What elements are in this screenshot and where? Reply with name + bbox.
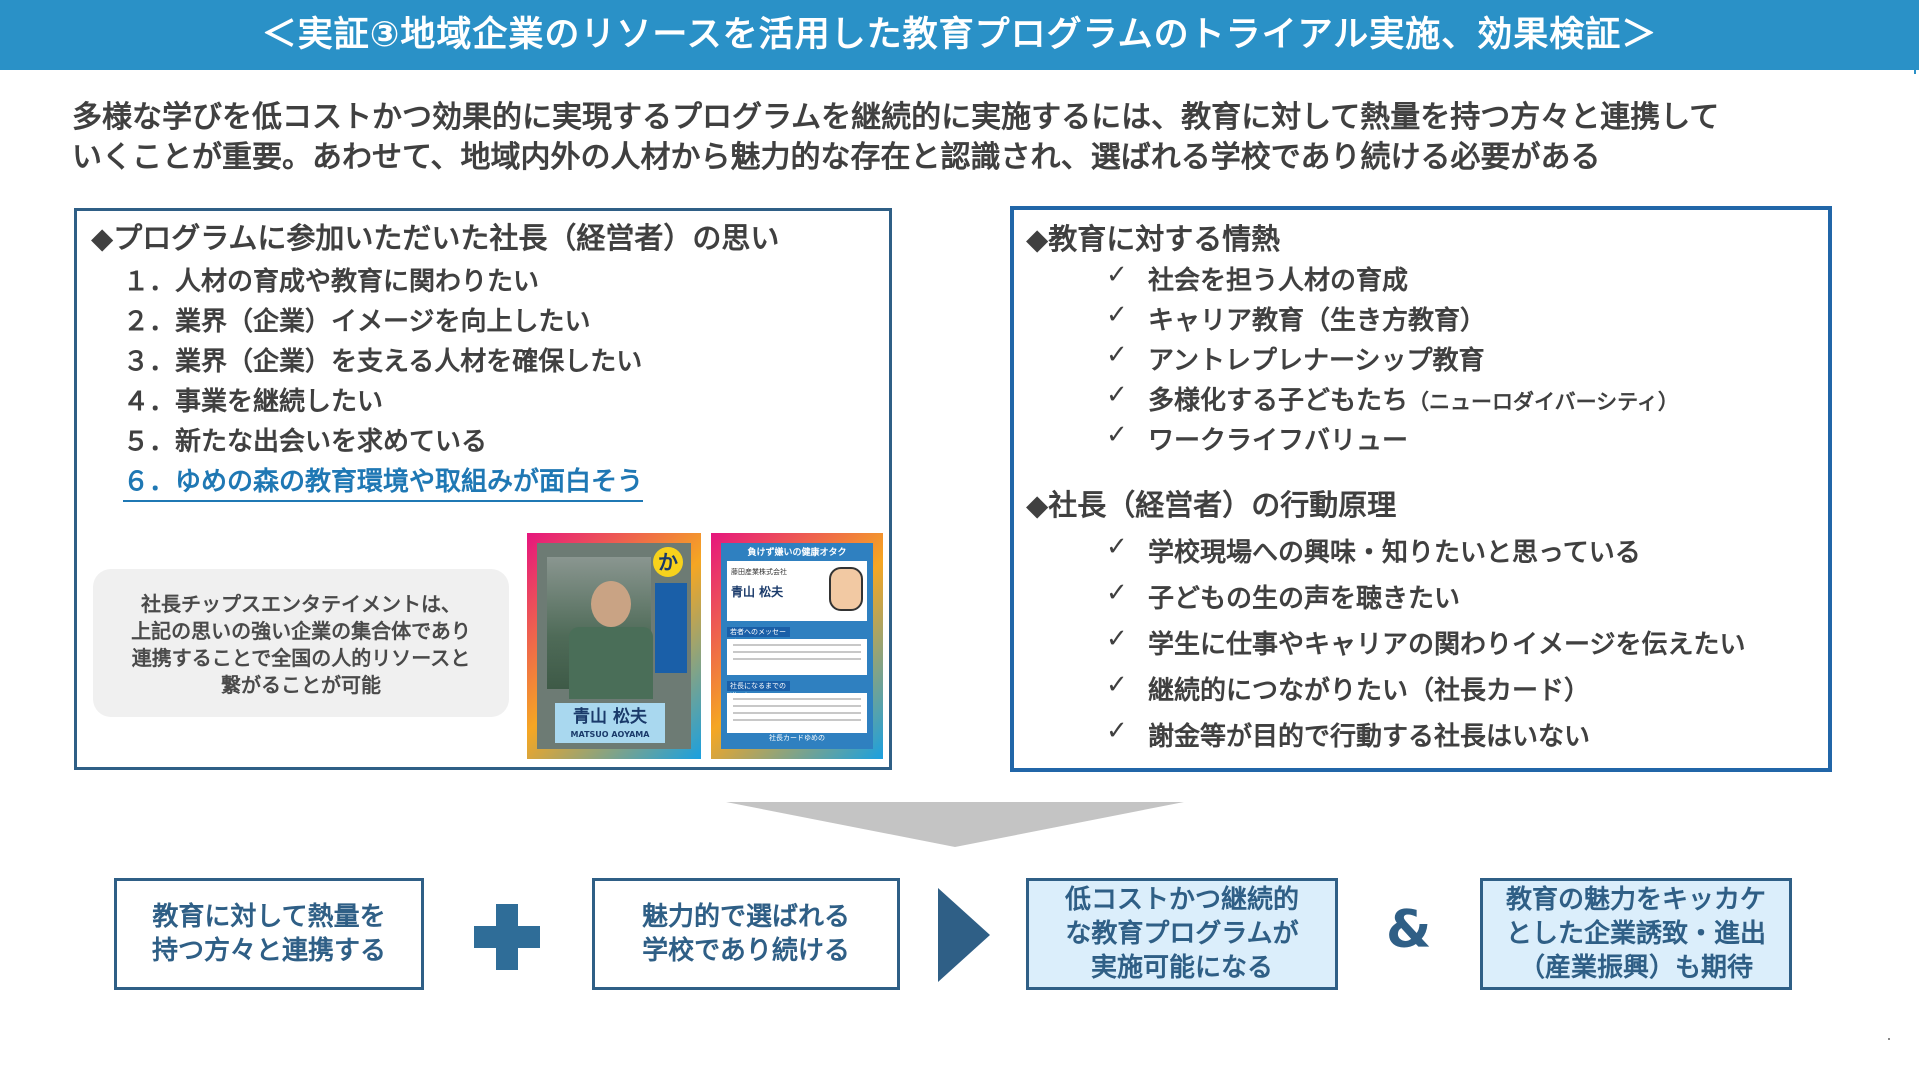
ampersand-symbol: & [1386,900,1432,960]
thought-item: ３．業界（企業）を支える人材を確保したい [123,347,643,377]
flow-box-school: 魅力的で選ばれる 学校であり続ける [592,878,900,990]
page-title: ＜実証③地域企業のリソースを活用した教育プログラムのトライアル実施、効果検証＞ [0,0,1919,70]
passion-heading: ◆教育に対する情熱 [1026,222,1281,256]
card-back-label-message: 若者へのメッセージ [727,627,790,646]
passion-item: ワークライフバリュー [1148,426,1409,456]
passion-item-small: （ニューロダイバーシティ） [1408,390,1679,414]
thought-item: ２．業界（企業）イメージを向上したい [123,307,591,337]
flow-box-line: 低コストかつ継続的 [1064,885,1299,915]
flow-box-line: （産業振興）も期待 [1518,953,1753,983]
flow-box-line: な教育プログラムが [1065,919,1299,949]
flow-box-line: とした企業誘致・進出 [1505,919,1766,949]
intro-text: 多様な学びを低コストかつ効果的に実現するプログラムを継続的に実施するには、教育に… [72,98,1872,178]
principle-item: 子どもの生の声を聴きたい [1148,584,1461,614]
ceo-avatar-icon [829,567,863,611]
check-icon: ✓ [1106,300,1128,330]
check-icon: ✓ [1106,716,1128,746]
note-line: 連携することで全国の人的リソースと [131,646,471,670]
card-back-footer: 社長カードゆめの [769,734,825,742]
note-line: 社長チップスエンタテイメントは、 [141,592,461,616]
principle-item: 謝金等が目的で行動する社長はいない [1148,722,1591,752]
plus-icon [474,904,540,970]
passion-item: アントレプレナーシップ教育 [1148,346,1485,376]
right-arrow-icon [938,888,990,982]
flow-box-line: 学校であり続ける [642,936,850,966]
down-arrow-icon [726,802,1184,847]
check-icon: ✓ [1106,340,1128,370]
edge-bar [1914,0,1916,74]
card-badge: か [653,547,683,577]
ceo-card-back: 負けず嫌いの健康オタク 藤田産業株式会社 青山 松夫 若者へのメッセージ 社長に… [711,533,883,759]
card-back-message-text [727,639,867,675]
flow-box-line: 教育の魅力をキッカケ [1505,885,1766,915]
page-mark [1888,1038,1890,1040]
flow-box-result: 低コストかつ継続的 な教育プログラムが 実施可能になる [1026,878,1338,990]
check-icon: ✓ [1106,624,1128,654]
check-icon: ✓ [1106,420,1128,450]
ceo-thoughts-box: ◆プログラムに参加いただいた社長（経営者）の思い １．人材の育成や教育に関わりた… [74,208,892,770]
card-back-label-path: 社長になるまでの道のり [727,681,790,700]
card-name: 青山 松夫 MATSUO AOYAMA [555,703,665,743]
passion-item: 多様化する子どもたち（ニューロダイバーシティ） [1148,380,1679,417]
flow-box-line: 教育に対して熱量を [152,902,386,932]
intro-line-2: いくことが重要。あわせて、地域内外の人材から魅力的な存在と認識され、選ばれる学校… [72,140,1601,175]
card-back-title: 負けず嫌いの健康オタク [747,548,847,558]
card-back-profile: 藤田産業株式会社 青山 松夫 [727,561,867,621]
note-line: 繋がることが可能 [221,673,381,697]
ceo-thoughts-heading: ◆プログラムに参加いただいた社長（経営者）の思い [91,221,780,255]
passion-item-text: 多様化する子どもたち [1148,386,1409,416]
card-back-path-text [727,693,867,733]
principle-item: 継続的につながりたい（社長カード） [1148,676,1591,706]
flow-box-line: 魅力的で選ばれる [641,902,850,932]
card-back-company: 藤田産業株式会社 [731,568,787,576]
principles-heading: ◆社長（経営者）の行動原理 [1026,488,1397,522]
thought-item: ５．新たな出会いを求めている [123,427,488,457]
ceo-card-front: か 青山 松夫 MATSUO AOYAMA [527,533,701,759]
card-side-panel [655,583,687,673]
passion-box: ◆教育に対する情熱 ✓ 社会を担う人材の育成 ✓ キャリア教育（生き方教育） ✓… [1010,206,1832,772]
check-icon: ✓ [1106,260,1128,290]
check-icon: ✓ [1106,670,1128,700]
check-icon: ✓ [1106,532,1128,562]
flow-box-industry: 教育の魅力をキッカケ とした企業誘致・進出 （産業振興）も期待 [1480,878,1792,990]
ceo-photo [547,557,653,699]
thought-item: １．人材の育成や教育に関わりたい [123,267,540,297]
card-name-text: 青山 松夫 [573,707,647,727]
thought-item-highlighted: ６．ゆめの森の教育環境や取組みが面白そう [123,461,644,502]
intro-line-1: 多様な学びを低コストかつ効果的に実現するプログラムを継続的に実施するには、教育に… [72,100,1720,135]
passion-item: 社会を担う人材の育成 [1148,266,1409,296]
passion-item: キャリア教育（生き方教育） [1148,306,1487,336]
flow-box-partner: 教育に対して熱量を 持つ方々と連携する [114,878,424,990]
note-line: 上記の思いの強い企業の集合体であり [131,619,471,643]
check-icon: ✓ [1106,380,1128,410]
principle-item: 学校現場への興味・知りたいと思っている [1148,538,1641,568]
card-name-roman: MATSUO AOYAMA [570,730,650,739]
shacho-chips-note: 社長チップスエンタテイメントは、 上記の思いの強い企業の集合体であり 連携するこ… [93,569,509,717]
card-back-name: 青山 松夫 [731,585,784,599]
flow-box-line: 実施可能になる [1090,953,1273,983]
thought-item: ４．事業を継続したい [123,387,384,417]
flow-box-line: 持つ方々と連携する [151,936,386,966]
principle-item: 学生に仕事やキャリアの関わりイメージを伝えたい [1148,630,1746,660]
check-icon: ✓ [1106,578,1128,608]
